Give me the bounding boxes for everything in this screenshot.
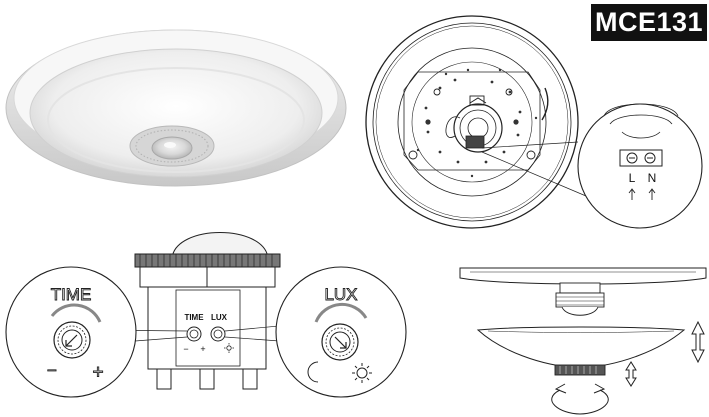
dial-arrow-icon xyxy=(334,336,347,349)
dial-arrow-icon xyxy=(65,334,78,347)
lux-dial-callout xyxy=(275,266,407,398)
model-badge: MCE131 xyxy=(591,4,707,41)
rotate-arrows-icon xyxy=(551,383,609,415)
sensor-module-view xyxy=(91,232,323,390)
lux-dial-title: LUX xyxy=(324,285,357,304)
time-plus-sign: + xyxy=(92,362,103,383)
lamp-product-view xyxy=(5,29,347,187)
terminal-block xyxy=(619,149,663,167)
time-dial-title: TIME xyxy=(51,285,92,304)
terminal-l-label: L xyxy=(629,171,636,185)
time-minus-sign: − xyxy=(47,361,57,380)
sun-icon xyxy=(352,363,372,383)
terminal-n-label: N xyxy=(648,171,657,185)
moon-icon xyxy=(307,361,319,383)
rib-lines xyxy=(139,254,273,267)
assembly-view xyxy=(459,267,707,415)
panel-plus-sign: + xyxy=(200,344,205,354)
panel-lux-label: LUX xyxy=(211,313,228,322)
panel-time-label: TIME xyxy=(184,313,204,322)
terminal-callout: L N xyxy=(577,103,703,229)
up-arrow-icon xyxy=(628,188,656,200)
pir-sensor xyxy=(129,125,215,167)
led-dots xyxy=(416,68,538,178)
sun-icon xyxy=(224,343,234,353)
double-arrow-icon xyxy=(625,320,705,387)
back-plate-view xyxy=(365,15,587,229)
time-dial-callout xyxy=(5,266,137,398)
panel-minus-sign: − xyxy=(183,344,188,354)
